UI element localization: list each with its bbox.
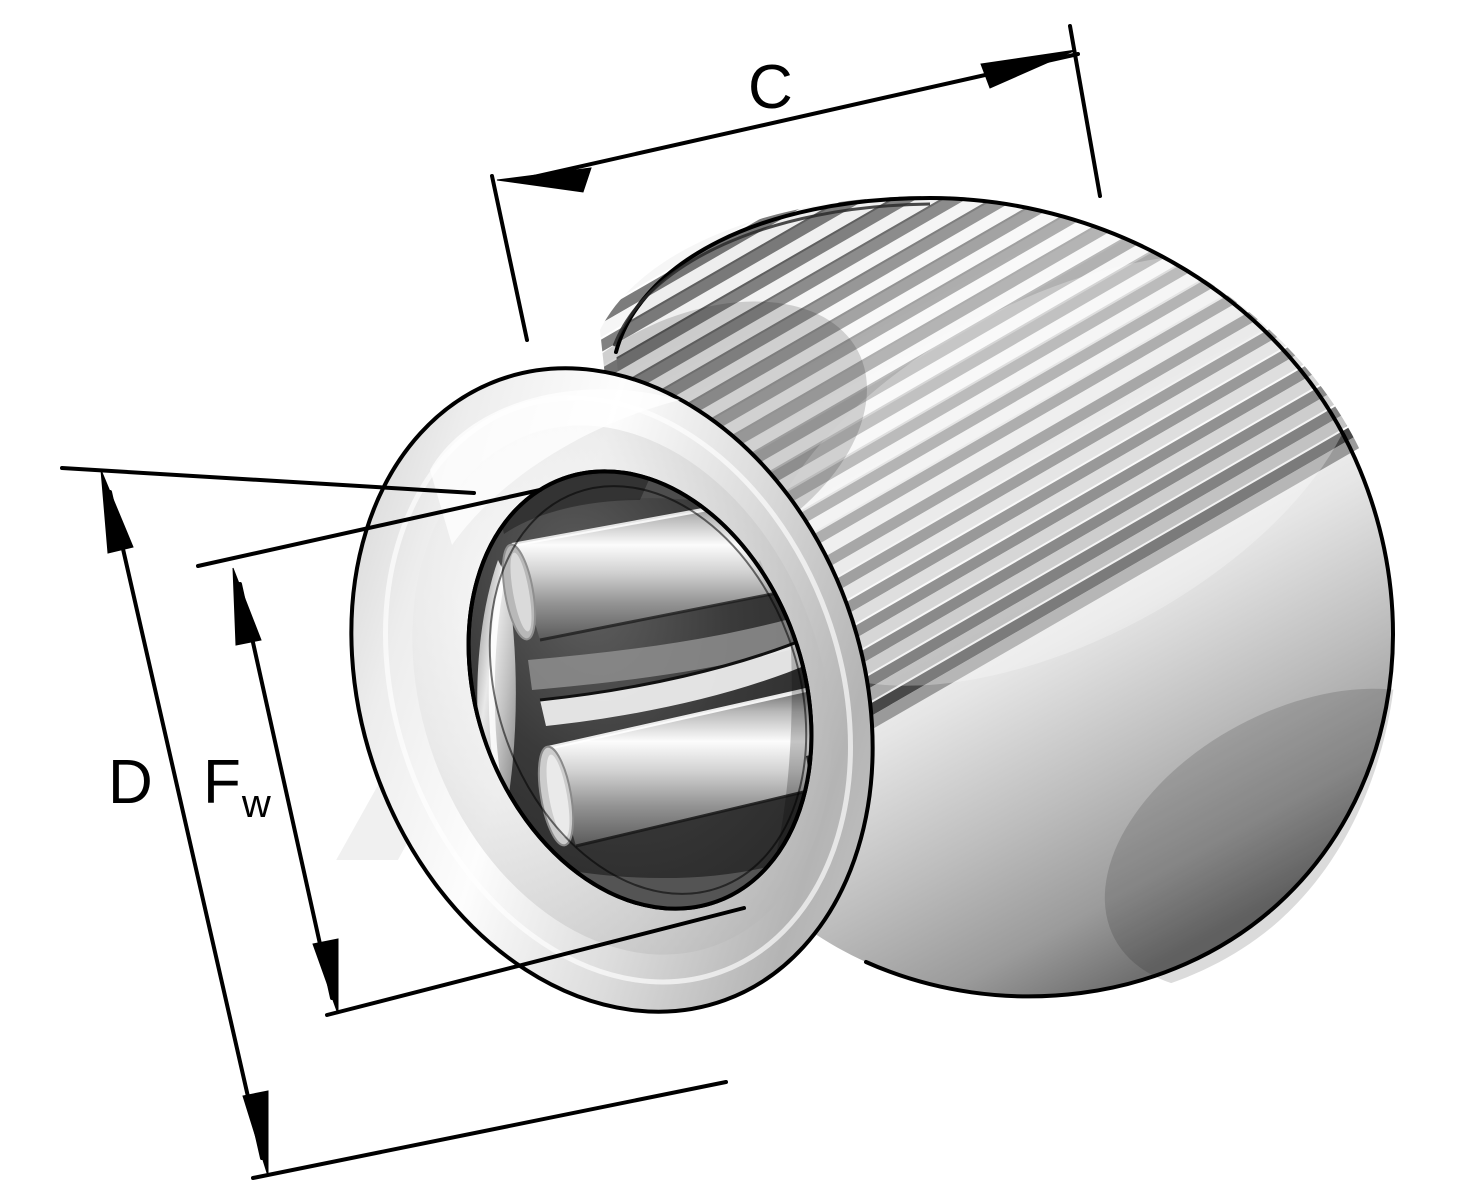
dimension-d-extension-bottom <box>251 1080 728 1180</box>
dimension-fw-arrow-bottom <box>312 938 339 1015</box>
dimension-d-arrow-top <box>100 469 134 554</box>
dimension-c-extension-right <box>1068 24 1102 198</box>
dimension-label-fw: Fw <box>203 752 271 825</box>
dimension-c-line <box>514 52 1080 183</box>
dimension-c-arrow-right <box>980 49 1077 89</box>
dimension-c-extension-left <box>490 174 529 342</box>
dimension-fw <box>196 488 746 1017</box>
dimension-c-arrow-left <box>496 167 592 193</box>
dimension-label-fw-main: F <box>203 748 241 817</box>
dimension-d-line <box>108 490 264 1160</box>
dimension-fw-arrow-top <box>232 567 262 646</box>
dimension-label-c: C <box>748 53 793 122</box>
dimension-fw-extension-bottom <box>325 906 746 1017</box>
dimension-d <box>60 466 728 1180</box>
dimension-d-extension-top <box>60 466 476 495</box>
dimension-label-d: D <box>108 748 153 817</box>
dimension-fw-line <box>238 582 334 1000</box>
dimension-label-fw-subscript: w <box>241 782 271 826</box>
dimension-d-arrow-bottom <box>242 1090 269 1177</box>
dimension-fw-extension-top <box>196 488 542 568</box>
dimension-c <box>490 24 1102 342</box>
